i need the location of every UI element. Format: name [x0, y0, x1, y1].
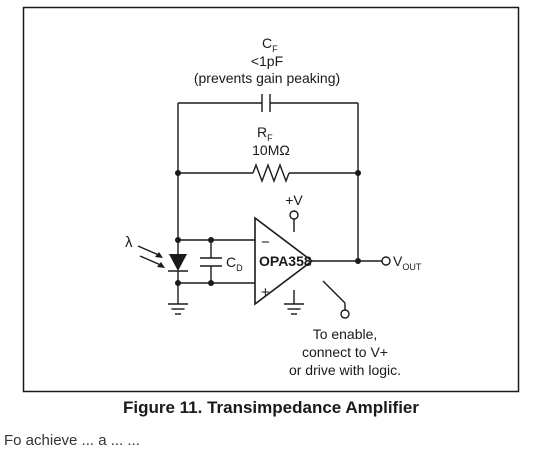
lambda-label: λ	[125, 234, 133, 251]
vplus-label: +V	[285, 192, 303, 208]
rf-value: 10MΩ	[252, 142, 290, 158]
figure-frame	[22, 6, 520, 393]
cf-note: (prevents gain peaking)	[194, 70, 340, 86]
opamp-triangle	[254, 216, 314, 306]
vout-label: VOUT	[393, 253, 422, 272]
rf-resistor-zigzag	[252, 163, 290, 183]
opamp-name: OPA358	[259, 253, 312, 269]
body-text-cutoff: Fo achieve ... a ... ...	[4, 432, 140, 449]
enable-note-line-2: connect to V+	[302, 344, 388, 360]
figure-caption: Figure 11. Transimpedance Amplifier	[122, 398, 420, 417]
light-arrow-head-2	[157, 262, 165, 268]
open-terminals	[289, 210, 391, 319]
vplus-terminal	[289, 210, 299, 220]
cf-value: <1pF	[251, 53, 283, 69]
inverting-input-sign: −	[261, 234, 270, 251]
enable-note-line-1: To enable,	[313, 326, 378, 342]
cd-label: CD	[226, 254, 243, 273]
light-arrow-head-1	[155, 252, 163, 258]
enable-terminal	[340, 309, 350, 319]
photodiode-symbol	[169, 254, 187, 271]
noninverting-input-sign: +	[261, 284, 270, 301]
cf-label: CF	[262, 35, 278, 54]
rf-label: RF	[257, 124, 273, 143]
vout-terminal	[381, 256, 391, 266]
enable-note-line-3: or drive with logic.	[289, 362, 401, 378]
junction-dots	[175, 170, 361, 286]
